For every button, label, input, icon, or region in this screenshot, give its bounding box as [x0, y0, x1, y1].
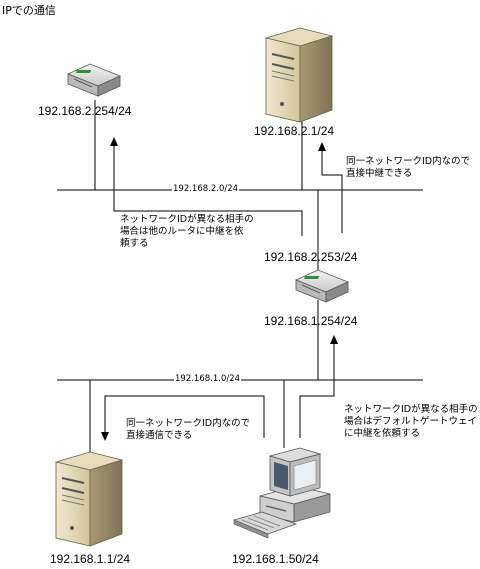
router-top-left-ip: 192.168.2.254/24: [38, 104, 132, 118]
arrow-upper-left-head: [110, 137, 118, 146]
diagram-title: IPでの通信: [2, 4, 56, 17]
router-icon-top-left: [66, 63, 122, 97]
arrow-upper-right: [321, 145, 343, 233]
server-bottom-ip: 192.168.1.1/24: [50, 552, 131, 566]
arrow-lower-right: [299, 338, 335, 438]
router-middle-wan-ip: 192.168.2.253/24: [264, 250, 358, 264]
arrow-lower-right-head: [330, 335, 338, 344]
server-top-ip: 192.168.2.1/24: [254, 124, 335, 138]
arrow-lower-left-head: [101, 432, 109, 441]
arrow-upper-right-head: [318, 142, 326, 151]
arrow-lower-left: [104, 395, 265, 438]
arrow-upper-left: [113, 140, 303, 236]
pc-bottom-ip: 192.168.1.50/24: [232, 552, 319, 566]
note-upper-right: 同一ネットワークID内なので 直接中継できる: [346, 156, 471, 179]
note-lower-right: ネットワークIDが異なる相手の 場合はデフォルトゲートウェイ に中継を依頼する: [344, 404, 478, 439]
pc-icon-bottom: [232, 447, 331, 539]
network-label-upper: 192.168.2.0/24: [172, 184, 240, 194]
router-icon-middle: [294, 269, 350, 303]
device-connections: [89, 100, 319, 455]
server-icon-bottom: [54, 451, 124, 547]
note-lower-left: 同一ネットワークID内なので 直接通信できる: [126, 418, 251, 441]
note-upper-left: ネットワークIDが異なる相手の 場合は他のルータに中継を依 頼する: [120, 214, 254, 249]
router-middle-lan-ip: 192.168.1.254/24: [264, 314, 358, 328]
server-icon-top: [264, 27, 334, 123]
network-label-lower: 192.168.1.0/24: [174, 374, 242, 384]
